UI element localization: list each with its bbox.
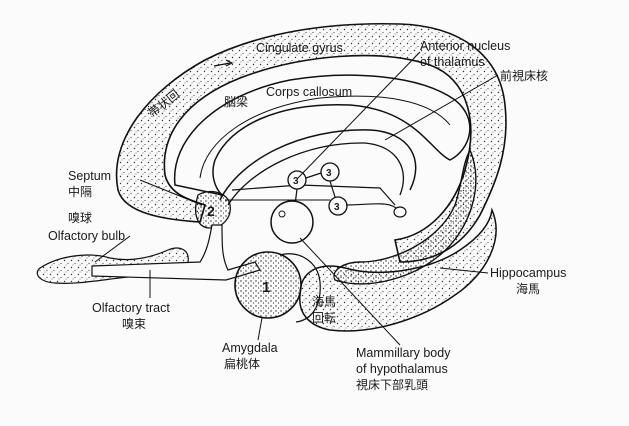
label-olfactory-tract: Olfactory tract xyxy=(92,301,170,315)
leader-olfactory-bulb xyxy=(94,235,131,263)
label-septum-jp: 中隔 xyxy=(68,184,92,199)
label-olfactory-tract-jp: 嗅束 xyxy=(122,317,146,331)
corpus-callosum xyxy=(173,74,471,197)
leader-amygdala xyxy=(257,317,263,341)
label-hippocampus: Hippocampus xyxy=(490,266,566,280)
fornix xyxy=(219,129,417,201)
label-anterior-nucleus-1: Anterior nucleus xyxy=(420,39,510,53)
label-cingulate-gyrus: Cingulate gyrus xyxy=(256,41,343,55)
label-mammillary-jp: 視床下部乳頭 xyxy=(356,377,428,392)
marker-3-thalamic-b: 3 xyxy=(334,202,340,213)
parahippocampal-gyrus xyxy=(299,207,497,332)
marker-3-thalamic-a: 3 xyxy=(326,168,332,179)
marker-2-septum: 2 xyxy=(207,203,215,219)
label-anterior-nucleus-jp: 前視床核 xyxy=(500,68,548,83)
leader-anterior-nucleus-jp xyxy=(384,74,499,141)
thalamic-nucleus-b xyxy=(328,196,348,216)
label-anterior-nucleus-2: of thalamus xyxy=(420,55,485,69)
leader-hippocampus xyxy=(439,267,489,274)
amygdala xyxy=(234,251,302,319)
label-olfactory-bulb-jp: 嗅球 xyxy=(68,211,92,225)
leader-mammillary xyxy=(299,237,401,346)
label-corps-callosum: Corps callosum xyxy=(266,85,352,99)
label-mammillary-2: of hypothalamus xyxy=(356,362,448,376)
label-corps-callosum-jp: 脳梁 xyxy=(224,94,248,109)
marker-1-amygdala: 1 xyxy=(262,279,270,296)
cingulate-cortex-outer xyxy=(115,22,507,263)
label-parahippocampal-jp-1: 海馬 xyxy=(312,294,336,309)
label-mammillary-1: Mammillary body xyxy=(356,346,451,360)
leader-anterior-nucleus xyxy=(297,51,421,179)
label-amygdala-jp: 扁桃体 xyxy=(224,356,260,371)
label-septum: Septum xyxy=(68,169,111,183)
leader-septum xyxy=(139,179,203,206)
label-olfactory-bulb: Olfactory bulb xyxy=(48,229,125,243)
label-hippocampus-jp: 海馬 xyxy=(516,281,540,296)
marker-3-anterior-nucleus: 3 xyxy=(293,176,299,187)
label-parahippocampal-jp-2: 回転 xyxy=(312,311,336,325)
septum-region xyxy=(195,191,231,229)
mammillary-body xyxy=(270,200,314,244)
label-amygdala: Amygdala xyxy=(222,341,278,355)
